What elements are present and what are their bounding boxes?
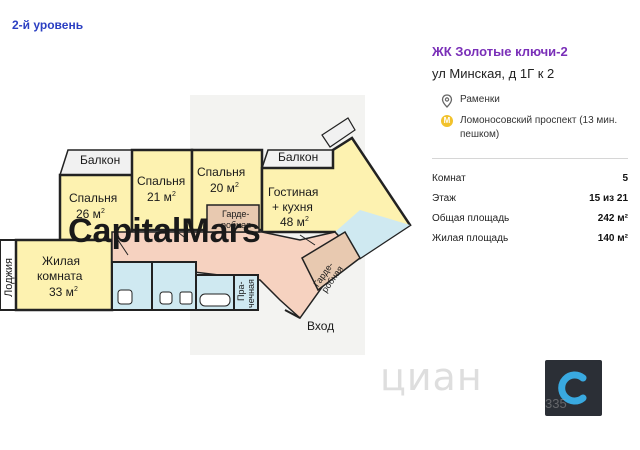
sink-2 (179, 291, 193, 305)
laundry-label: Пра- чечная (236, 279, 256, 308)
living-room-line2: комната (37, 269, 83, 283)
laundry-line2: чечная (246, 279, 256, 308)
bedroom-3-name: Спальня (197, 165, 245, 179)
bedroom-1-area-sup: 2 (101, 208, 105, 215)
param-total-area: Общая площадь 242 м² (432, 213, 628, 224)
address: ул Минская, д 1Г к 2 (432, 66, 555, 81)
district-row: Раменки (432, 94, 628, 108)
bedroom-1-area-value: 26 м (76, 207, 101, 221)
bedroom-2-name: Спальня (137, 174, 185, 188)
wardrobe-1-line2: робная (221, 220, 251, 230)
living-room-line1: Жилая (42, 254, 80, 268)
param-label: Общая площадь (432, 213, 510, 224)
wardrobe-1-line1: Гарде- (222, 209, 249, 219)
entrance-door (284, 309, 301, 319)
district-name[interactable]: Раменки (460, 94, 500, 105)
svg-text:48 м2: 48 м2 (280, 215, 309, 229)
bedroom-1-name: Спальня (69, 191, 117, 205)
floor-plan: CapitalMars Балкон Балкон Спальня 26 м2 … (0, 95, 412, 355)
toilet-1 (117, 289, 133, 305)
param-living-area: Жилая площадь 140 м² (432, 233, 628, 244)
balcony-right-label: Балкон (278, 150, 318, 164)
door-1 (117, 239, 129, 256)
param-value: 242 м² (597, 213, 628, 224)
param-value: 5 (622, 173, 628, 184)
param-label: Этаж (432, 193, 456, 204)
complex-title-link[interactable]: ЖК Золотые ключи-2 (432, 44, 568, 59)
living-kitchen-line2: + кухня (272, 200, 313, 214)
bedroom-2-area (130, 148, 194, 232)
cian-logo-icon (545, 360, 602, 416)
wardrobe-2-area (301, 230, 361, 292)
living-room-area (14, 238, 114, 312)
bedroom-3-area-value: 20 м (210, 181, 235, 195)
toilet-2 (159, 291, 173, 305)
param-value: 140 м² (597, 233, 628, 244)
laundry-line1: Пра- (236, 282, 246, 301)
entrance-label: Вход (307, 319, 334, 333)
svg-text:21 м2: 21 м2 (147, 190, 176, 204)
svg-text:20 м2: 20 м2 (210, 181, 239, 195)
bedroom-3-area-sup: 2 (235, 182, 239, 189)
laundry-area (233, 274, 259, 311)
loggia-text: Лоджия (3, 258, 15, 297)
living-room-area-value: 33 м (49, 285, 74, 299)
living-kitchen-line1: Гостиная (268, 185, 318, 199)
level-title: 2-й уровень (12, 18, 84, 32)
cian-watermark: циан (380, 355, 483, 399)
metro-row: M Ломоносовский проспект (13 мин. пешком… (432, 114, 628, 142)
metro-station[interactable]: Ломоносовский проспект (13 мин. пешком) (460, 115, 618, 140)
svg-text:33 м2: 33 м2 (49, 285, 78, 299)
param-rooms: Комнат 5 (432, 173, 628, 184)
cian-logo-mark-icon (558, 371, 587, 405)
door-2 (174, 229, 189, 241)
params-list: Комнат 5 Этаж 15 из 21 Общая площадь 242… (432, 173, 628, 244)
param-value: 15 из 21 (589, 193, 628, 204)
metro-icon: M (441, 115, 453, 127)
svg-text:26 м2: 26 м2 (76, 207, 105, 221)
living-room-area-sup: 2 (74, 286, 78, 293)
wardrobe-1-area (206, 204, 260, 233)
param-floor: Этаж 15 из 21 (432, 193, 628, 204)
param-label: Жилая площадь (432, 233, 509, 244)
info-divider (432, 158, 628, 159)
bedroom-2-area-value: 21 м (147, 190, 172, 204)
loggia-label: Лоджия (3, 258, 15, 297)
cian-watermark-number: 335 (545, 396, 567, 411)
balcony-diagonal (321, 117, 356, 148)
listing-info: ЖК Золотые ключи-2 ул Минская, д 1Г к 2 … (432, 44, 628, 244)
param-label: Комнат (432, 173, 466, 184)
living-kitchen-area-sup: 2 (305, 216, 309, 223)
map-pin-icon (441, 94, 453, 108)
living-kitchen-area-value: 48 м (280, 215, 305, 229)
bedroom-2-area-sup: 2 (172, 191, 176, 198)
plan-watermark: CapitalMars (68, 212, 261, 250)
door-3 (299, 234, 316, 246)
balcony-left-label: Балкон (80, 153, 120, 167)
bathtub (199, 293, 231, 307)
